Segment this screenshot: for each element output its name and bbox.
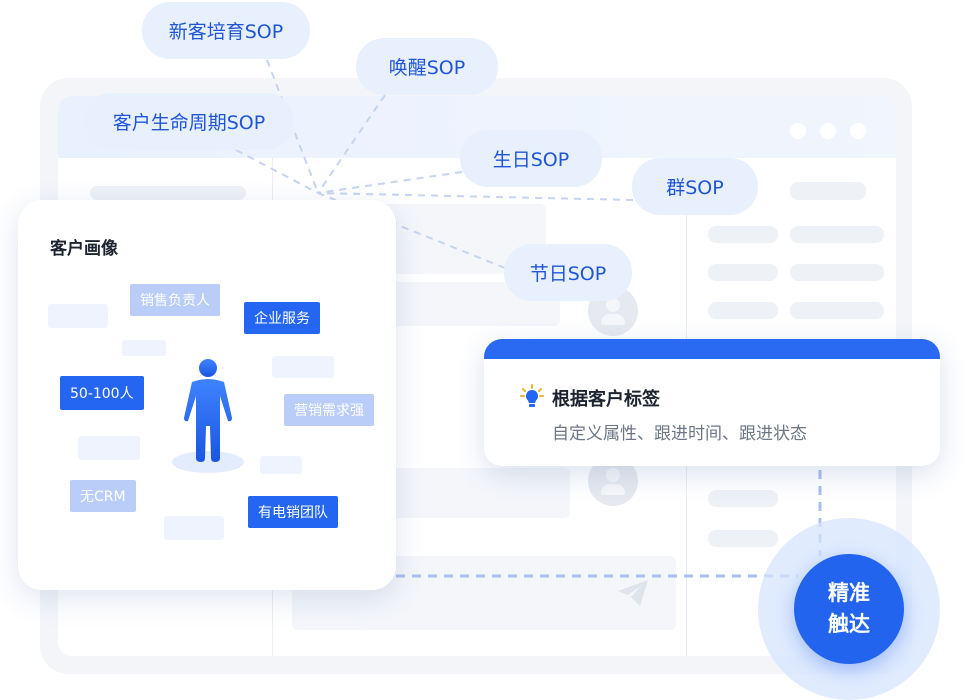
tag-telesales-team[interactable]: 有电销团队: [248, 496, 338, 528]
customer-portrait-card: 客户画像 销售负责人 企业服务 50-100人 营销需求强 无CRM 有电销团队: [18, 200, 396, 590]
sop-bubble-holiday[interactable]: 节日SOP: [504, 244, 632, 301]
list-placeholder: [708, 226, 778, 243]
list-placeholder: [790, 264, 884, 281]
customer-label-card: 根据客户标签 自定义属性、跟进时间、跟进状态: [484, 339, 940, 466]
list-placeholder: [790, 226, 884, 243]
window-dot-icon: [850, 123, 866, 139]
portrait-title: 客户画像: [50, 239, 118, 259]
list-placeholder: [708, 490, 778, 507]
tag-company-size[interactable]: 50-100人: [60, 376, 144, 410]
tag-no-crm[interactable]: 无CRM: [70, 480, 136, 512]
sop-bubble-birthday[interactable]: 生日SOP: [460, 130, 602, 187]
reach-label-line1: 精准: [828, 581, 870, 605]
faint-tag-placeholder: [272, 356, 334, 378]
list-placeholder: [708, 302, 778, 319]
faint-tag-placeholder: [164, 516, 224, 540]
precise-reach-button[interactable]: 精准 触达: [794, 554, 904, 664]
sop-bubble-wakeup[interactable]: 唤醒SOP: [356, 38, 498, 95]
label-card-header-bar: [484, 339, 940, 359]
send-icon: [618, 580, 648, 606]
sop-bubble-group[interactable]: 群SOP: [632, 158, 758, 215]
sop-bubble-lifecycle[interactable]: 客户生命周期SOP: [84, 93, 294, 150]
list-placeholder: [708, 264, 778, 281]
window-dot-icon: [820, 123, 836, 139]
list-placeholder: [90, 186, 246, 200]
faint-tag-placeholder: [122, 340, 166, 356]
list-placeholder: [790, 182, 866, 200]
label-card-description: 自定义属性、跟进时间、跟进状态: [552, 424, 807, 444]
tag-marketing-need[interactable]: 营销需求强: [284, 394, 374, 426]
reach-label-line2: 触达: [828, 612, 870, 636]
sop-bubble-new-customer[interactable]: 新客培育SOP: [142, 2, 310, 59]
tag-sales-owner[interactable]: 销售负责人: [130, 284, 220, 316]
faint-tag-placeholder: [48, 304, 108, 328]
label-card-title: 根据客户标签: [552, 389, 660, 410]
faint-tag-placeholder: [78, 436, 140, 460]
faint-tag-placeholder: [260, 456, 302, 474]
list-placeholder: [790, 302, 884, 319]
person-icon: [172, 359, 244, 473]
window-dot-icon: [790, 123, 806, 139]
list-placeholder: [708, 530, 778, 547]
tag-enterprise-service[interactable]: 企业服务: [244, 302, 320, 334]
lightbulb-icon: [520, 384, 544, 407]
